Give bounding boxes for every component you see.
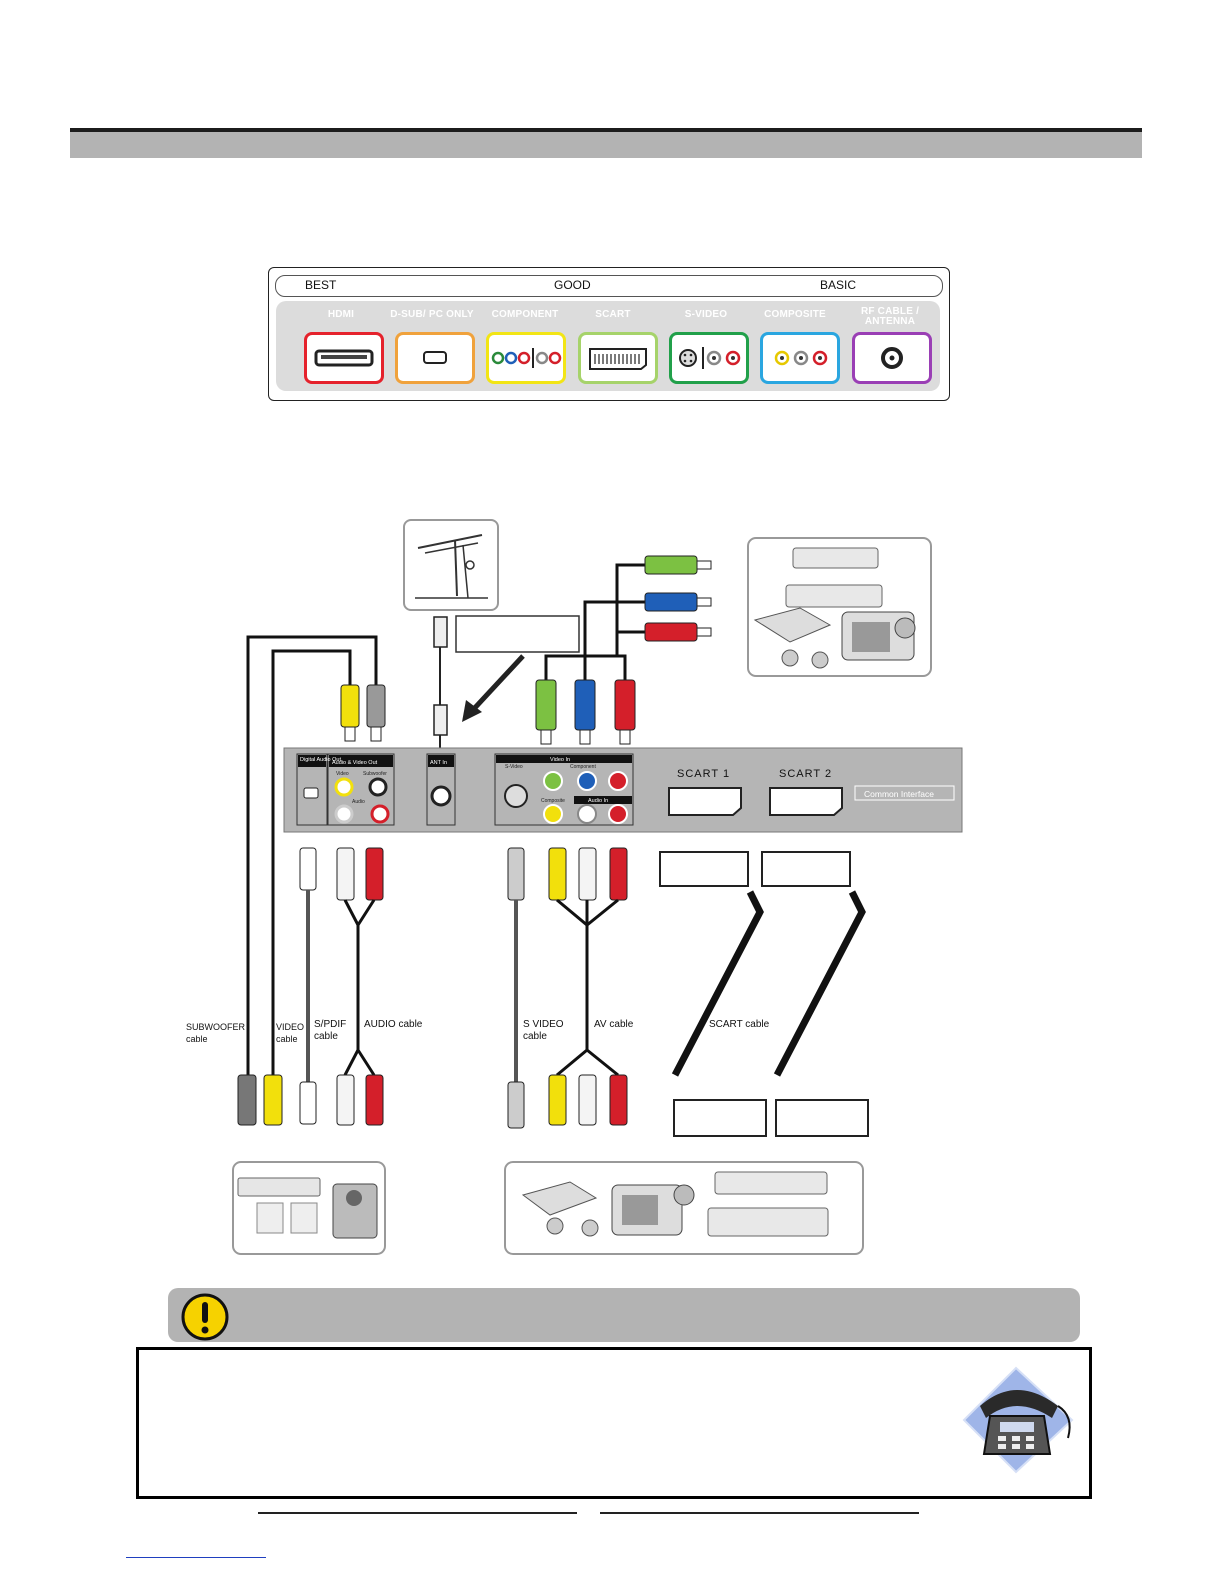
panel-label-s-video: S-Video bbox=[505, 764, 523, 770]
telephone-icon bbox=[960, 1366, 1080, 1476]
connector-name-rf: RF CABLE / ANTENNA bbox=[860, 306, 920, 327]
connector-name-scart: SCART bbox=[595, 309, 631, 320]
audio-devices-icon bbox=[232, 1161, 386, 1255]
panel-label-audio-in: Audio In bbox=[588, 798, 608, 804]
warning-icon bbox=[180, 1292, 230, 1342]
panel-label-component: Component bbox=[570, 764, 596, 770]
subwoofer-cable-label: SUBWOOFER cable bbox=[186, 1022, 246, 1044]
help-box bbox=[136, 1347, 1092, 1499]
connection-diagram: Digital Audio Out Audio & Video Out ANT … bbox=[170, 515, 970, 1260]
footer-link-underline bbox=[126, 1557, 266, 1558]
panel-label-video: Video bbox=[336, 771, 349, 777]
spdif-audio-cables bbox=[237, 847, 384, 1126]
panel-label-scart1: SCART 1 bbox=[677, 768, 730, 780]
video-cable-label: VIDEO cable bbox=[276, 1022, 305, 1044]
connector-name-component: COMPONENT bbox=[491, 309, 559, 320]
connection-diagram-svg: Digital Audio Out Audio & Video Out ANT … bbox=[232, 519, 963, 1255]
scart-port-icon bbox=[578, 332, 658, 384]
footer-rule-left bbox=[258, 1512, 577, 1514]
connector-name-svideo: S-VIDEO bbox=[684, 309, 728, 320]
scart-cables bbox=[659, 851, 869, 1137]
connector-name-hdmi: HDMI bbox=[327, 309, 355, 320]
quality-best-label: BEST bbox=[305, 278, 337, 292]
audio-cable-label: AUDIO cable bbox=[364, 1019, 423, 1030]
panel-label-subwoofer: Subwoofer bbox=[363, 771, 387, 777]
hdmi-port-icon bbox=[304, 332, 384, 384]
quality-scale bbox=[275, 275, 943, 297]
av-cable-label: AV cable bbox=[594, 1019, 634, 1030]
panel-label-digital-audio-out: Digital Audio Out bbox=[300, 757, 341, 763]
subwoofer-video-cables bbox=[246, 635, 386, 1075]
component-jacks-icon bbox=[486, 332, 566, 384]
spdif-cable-label: S/PDIF cable bbox=[314, 1019, 347, 1042]
scart-cable-label: SCART cable bbox=[709, 1019, 770, 1030]
footer-rule-right bbox=[600, 1512, 919, 1514]
connector-name-dsub: D-SUB/ PC ONLY bbox=[390, 309, 474, 320]
header-rule bbox=[70, 128, 1142, 132]
panel-label-video-in: Video In bbox=[550, 757, 570, 763]
svideo-av-cables bbox=[507, 847, 628, 1129]
callout-box bbox=[455, 615, 580, 653]
panel-label-audio: Audio bbox=[352, 799, 365, 805]
component-cable bbox=[535, 555, 712, 745]
video-sources-icon bbox=[747, 537, 932, 677]
rf-coax-icon bbox=[852, 332, 932, 384]
arrow-icon bbox=[469, 654, 525, 714]
panel-label-ant-in: ANT In bbox=[430, 760, 447, 766]
tv-back-panel bbox=[283, 747, 963, 833]
quality-good-label: GOOD bbox=[554, 278, 591, 292]
antenna-icon bbox=[403, 519, 499, 611]
warning-bar bbox=[168, 1288, 1080, 1342]
svideo-jacks-icon bbox=[669, 332, 749, 384]
quality-basic-label: BASIC bbox=[820, 278, 857, 292]
header-bar bbox=[70, 132, 1142, 158]
panel-label-scart2: SCART 2 bbox=[779, 768, 832, 780]
dsub-port-icon bbox=[395, 332, 475, 384]
panel-label-composite: Composite bbox=[541, 798, 565, 804]
video-devices-icon bbox=[504, 1161, 864, 1255]
connector-name-composite: COMPOSITE bbox=[764, 309, 826, 320]
svideo-cable-label: S VIDEO cable bbox=[523, 1019, 564, 1042]
composite-jacks-icon bbox=[760, 332, 840, 384]
coax-cable bbox=[433, 616, 448, 748]
panel-label-common-interface: Common Interface bbox=[864, 789, 934, 799]
panel-label-av-out: Audio & Video Out bbox=[332, 760, 378, 766]
